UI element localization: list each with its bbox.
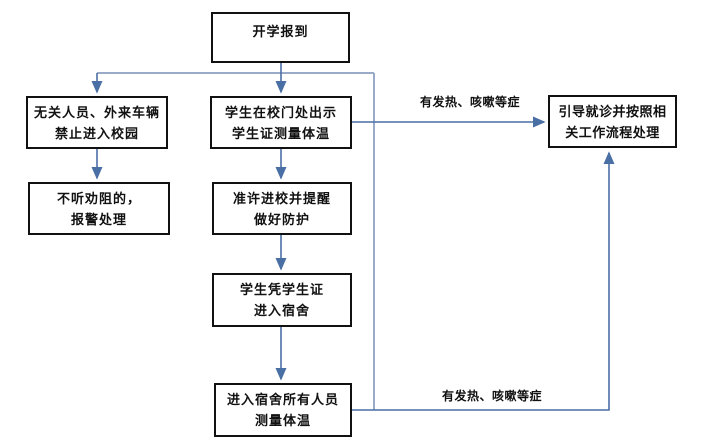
flow-node-permit: 准许进校并提醒 做好防护 — [212, 182, 352, 235]
flow-node-dorm-entry-line2: 进入宿舍 — [253, 303, 310, 318]
flow-node-permit-line1: 准许进校并提醒 — [232, 190, 331, 206]
flow-node-start-label: 开学报到 — [252, 24, 309, 39]
flow-node-medical-line2: 关工作流程处理 — [565, 124, 660, 140]
edge-dorm-check-to-medical — [352, 151, 615, 411]
flow-node-gate-check: 学生在校门处出示 学生证测量体温 — [210, 96, 352, 149]
edge-label-fever-bottom: 有发热、咳嗽等症 — [441, 389, 542, 403]
flow-node-dorm-check: 进入宿舍所有人员 测量体温 — [214, 383, 352, 437]
flow-node-police-line1: 不听劝阻的， — [56, 190, 141, 206]
flow-node-dorm-check-line2: 测量体温 — [254, 413, 311, 428]
flow-node-medical-line1: 引导就诊并按照相 — [558, 103, 667, 119]
flow-node-police: 不听劝阻的， 报警处理 — [28, 182, 170, 235]
flow-node-no-entry-line2: 禁止进入校园 — [54, 125, 139, 141]
flow-node-gate-check-line2: 学生证测量体温 — [231, 125, 330, 141]
flow-node-police-line2: 报警处理 — [70, 211, 127, 227]
edge-label-fever-top: 有发热、咳嗽等症 — [419, 95, 520, 109]
flow-node-dorm-entry-line1: 学生凭学生证 — [239, 282, 324, 297]
flow-node-no-entry: 无关人员、外来车辆 禁止进入校园 — [26, 96, 168, 149]
flow-node-medical: 引导就诊并按照相 关工作流程处理 — [548, 95, 677, 148]
flow-node-gate-check-line1: 学生在校门处出示 — [224, 104, 337, 120]
flow-node-dorm-entry: 学生凭学生证 进入宿舍 — [212, 273, 352, 327]
flow-node-dorm-check-line1: 进入宿舍所有人员 — [226, 392, 339, 407]
flow-node-start: 开学报到 — [211, 12, 350, 63]
flow-node-no-entry-line1: 无关人员、外来车辆 — [33, 104, 160, 120]
flow-node-permit-line2: 做好防护 — [253, 211, 310, 227]
